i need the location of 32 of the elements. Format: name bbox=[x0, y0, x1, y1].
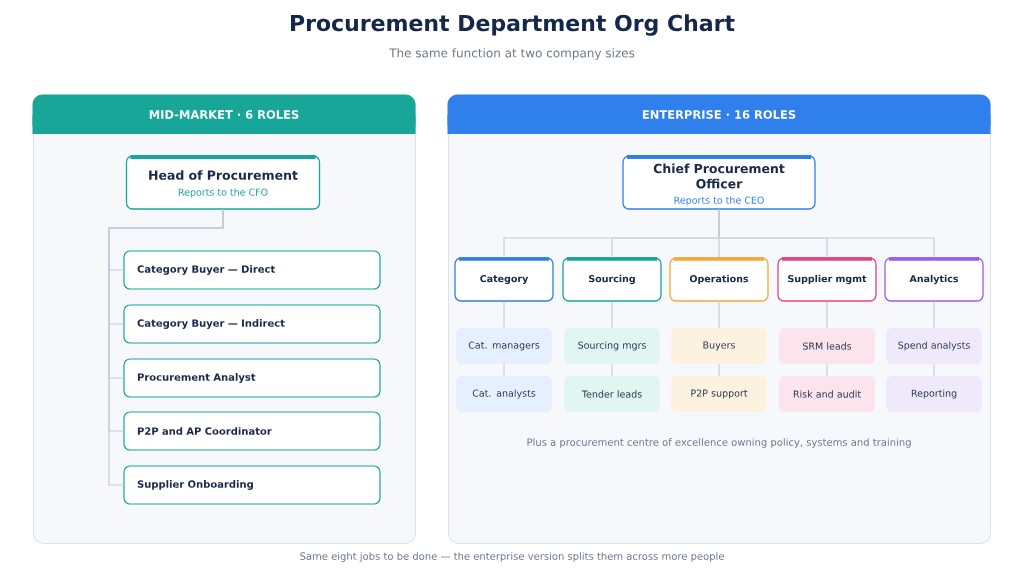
role-box: P2P and AP Coordinator bbox=[123, 411, 381, 451]
role-box: Supplier Onboarding bbox=[123, 465, 381, 505]
team-box: Spend analysts bbox=[886, 328, 982, 364]
department-box: Operations bbox=[669, 257, 769, 302]
team-box: Reporting bbox=[886, 376, 982, 412]
footer-note: Same eight jobs to be done — the enterprise version splits them across more people bbox=[300, 552, 724, 562]
role-title: Chief Procurement Officer bbox=[653, 163, 785, 189]
department-box: Sourcing bbox=[562, 257, 662, 302]
team-box: Risk and audit bbox=[779, 376, 875, 412]
team-box: Tender leads bbox=[564, 376, 660, 412]
role-box: Category Buyer — Direct bbox=[123, 250, 381, 290]
reports-to-text: Reports to the CFO bbox=[178, 188, 268, 198]
department-box: Category bbox=[454, 257, 554, 302]
team-box: SRM leads bbox=[779, 328, 875, 364]
connector-line bbox=[108, 209, 224, 486]
department-box: Supplier mgmt bbox=[777, 257, 877, 302]
team-box: Sourcing mgrs bbox=[564, 328, 660, 364]
team-box: Buyers bbox=[671, 328, 767, 364]
chart-title: Procurement Department Org Chart bbox=[291, 14, 735, 36]
reports-to-text: Reports to the CEO bbox=[674, 196, 764, 206]
role-box: Category Buyer — Indirect bbox=[123, 304, 381, 344]
department-box: Analytics bbox=[884, 257, 984, 302]
subtitle: The same function at two company sizes bbox=[389, 48, 635, 60]
connector-line bbox=[718, 209, 935, 258]
note-text: Plus a procurement centre of excellence owning policy, systems and training bbox=[527, 438, 911, 448]
role-box: Procurement Analyst bbox=[123, 358, 381, 398]
panel-header: ENTERPRISE · 16 ROLES bbox=[447, 94, 991, 134]
team-box: Cat. analysts bbox=[456, 376, 552, 412]
team-box: Cat. managers bbox=[456, 328, 552, 364]
team-box: P2P support bbox=[671, 376, 767, 412]
role-title: Head of Procurement bbox=[149, 170, 298, 180]
panel-header: MID-MARKET · 6 ROLES bbox=[32, 94, 416, 134]
